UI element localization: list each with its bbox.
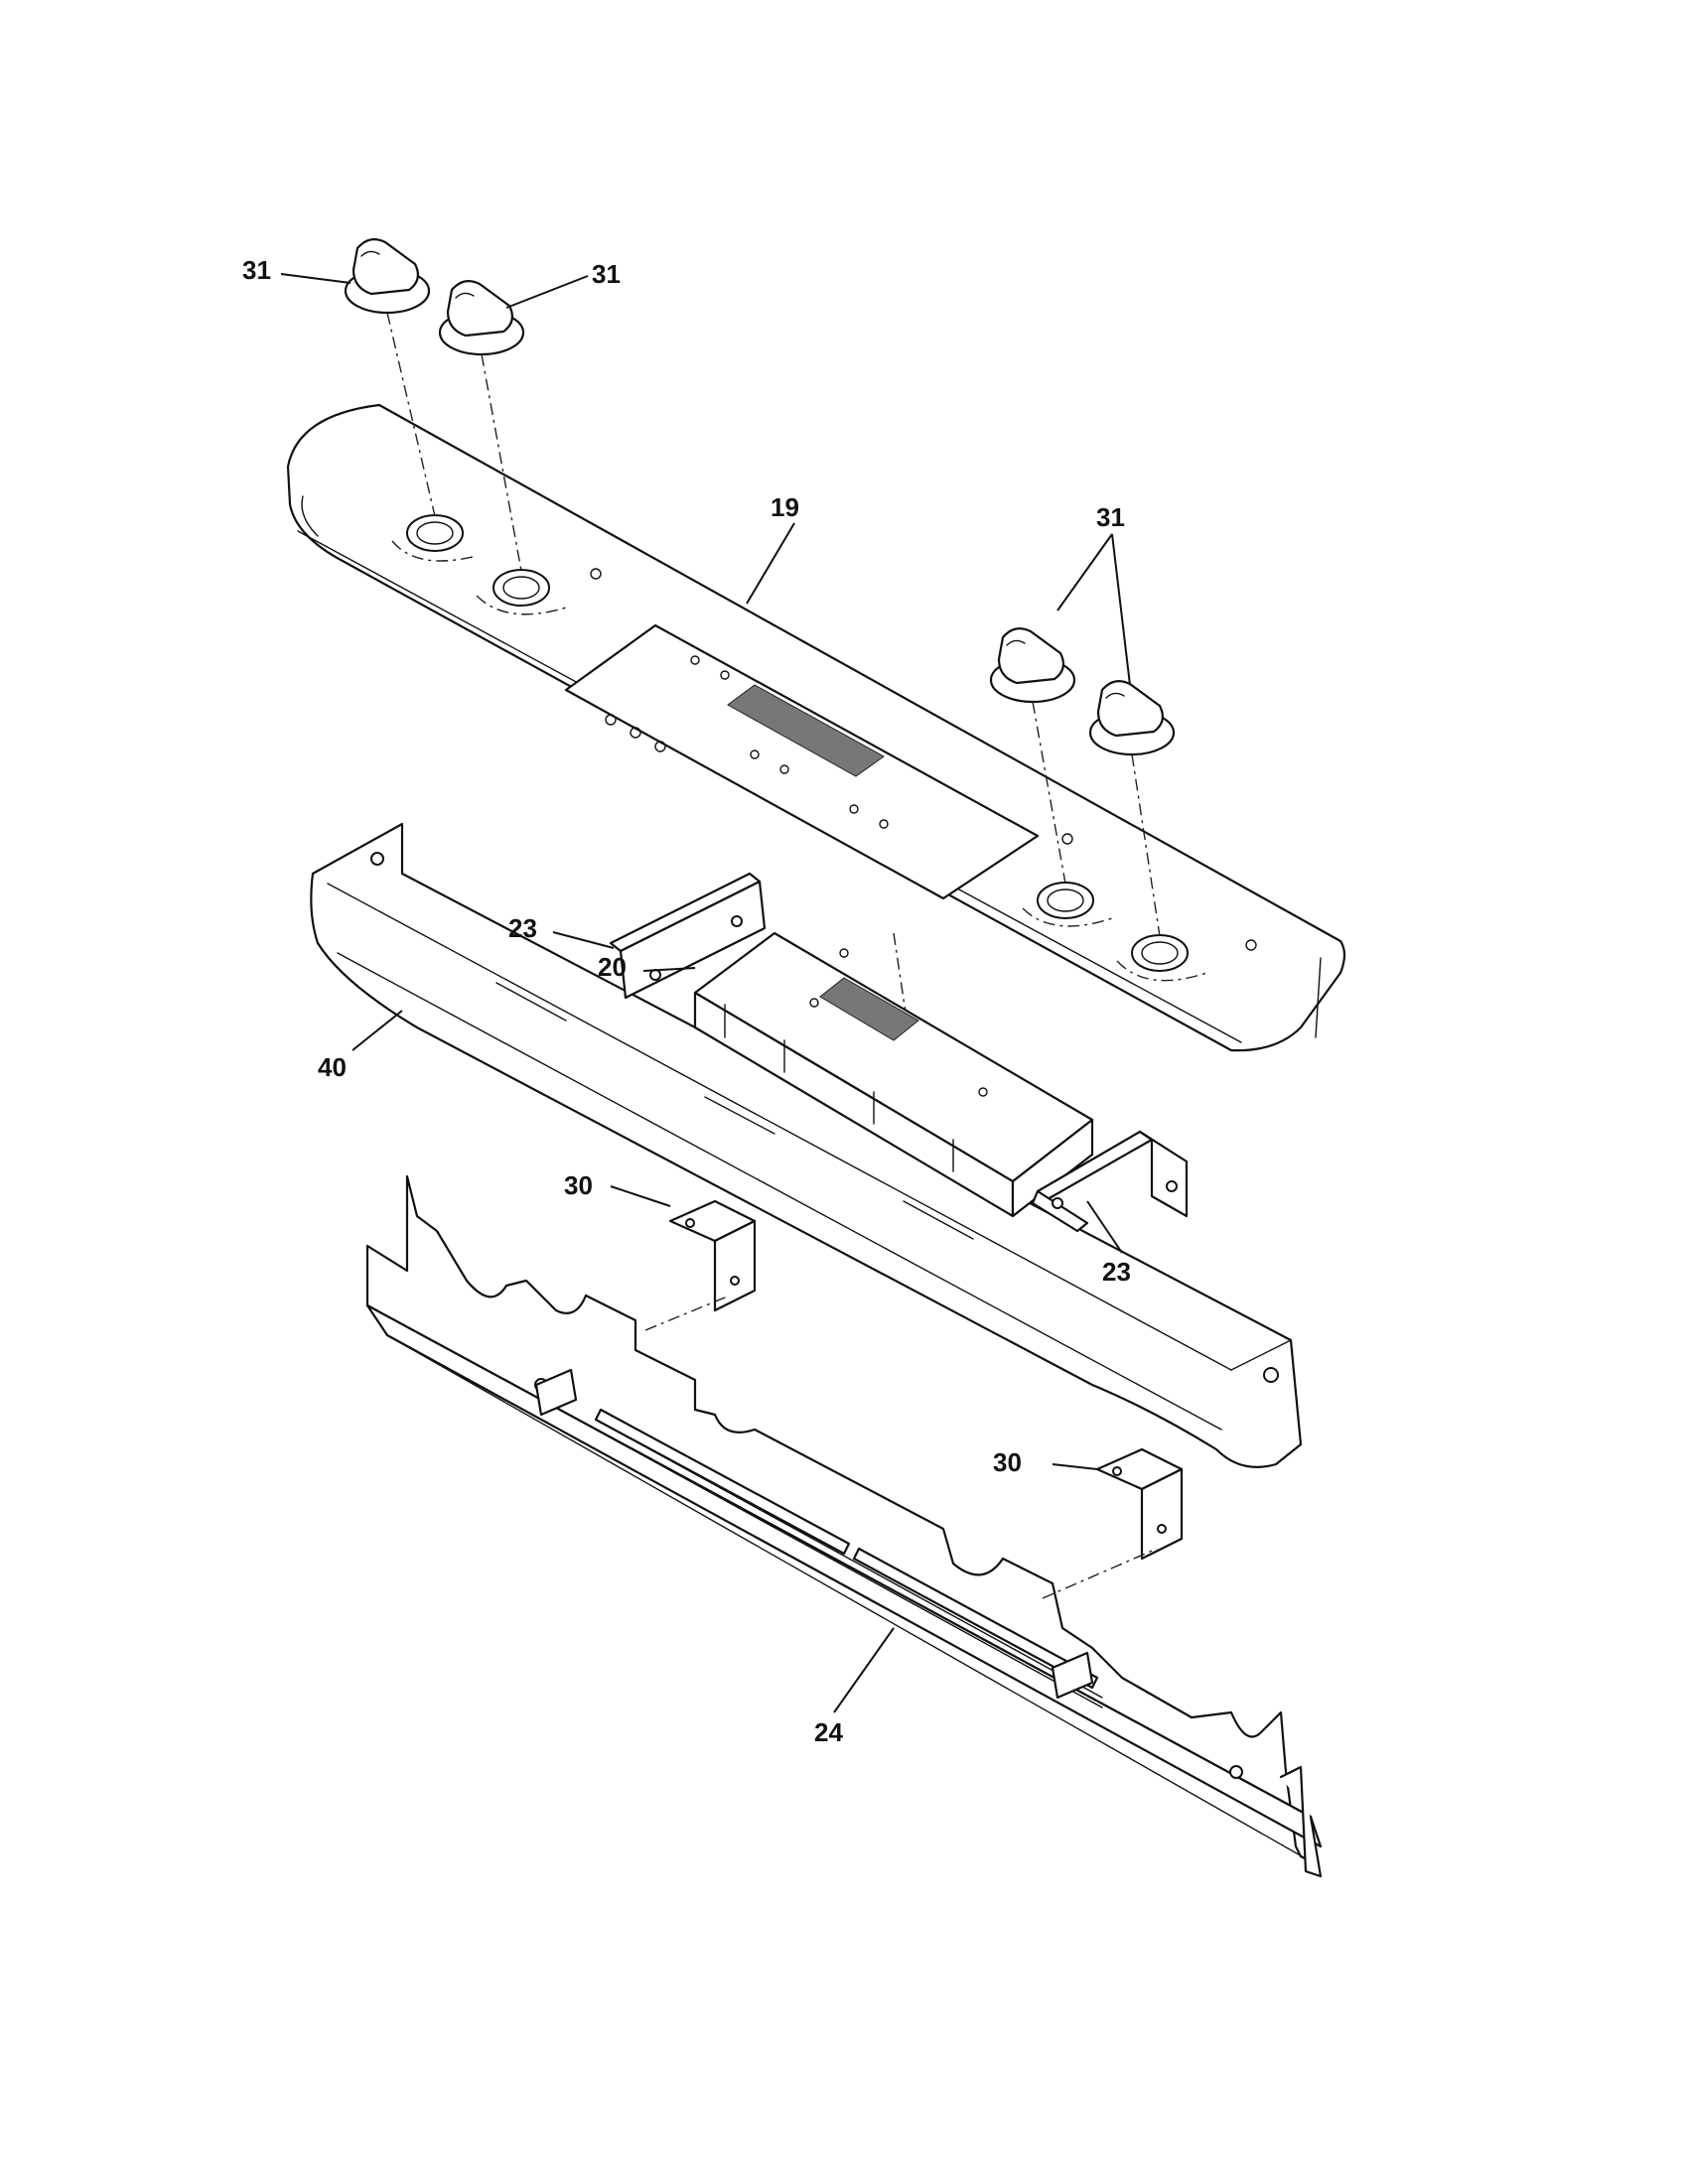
control-board (693, 931, 1094, 1218)
panel-icons (590, 568, 1257, 951)
bracket-lower (1031, 1130, 1189, 1233)
clip-left (668, 1199, 757, 1312)
bracket-upper (609, 872, 767, 1000)
callout-23-bracket-upper: 23 (508, 913, 537, 943)
callout-31-knobs-right: 31 (1096, 502, 1125, 532)
clip-right (1095, 1447, 1184, 1561)
leader-lines (280, 273, 1131, 1713)
knob-3 (989, 626, 1076, 704)
callout-30-clip-left: 30 (564, 1170, 593, 1200)
callout-20-board: 20 (598, 952, 627, 982)
callout-23-bracket-lower: 23 (1102, 1257, 1131, 1287)
control-panel (286, 403, 1346, 1052)
callout-19-panel: 19 (771, 492, 799, 522)
knob-1 (344, 237, 431, 315)
callout-31-knob-b: 31 (592, 259, 621, 289)
frame-bracket (365, 1174, 1323, 1878)
knob-2 (438, 279, 525, 356)
callout-24-frame: 24 (814, 1717, 843, 1747)
knob-4 (1088, 679, 1176, 756)
callout-30-clip-right: 30 (993, 1447, 1022, 1477)
trim-piece (310, 822, 1303, 1468)
callout-40-trim: 40 (318, 1052, 347, 1082)
callout-31-knob-a: 31 (242, 255, 271, 285)
